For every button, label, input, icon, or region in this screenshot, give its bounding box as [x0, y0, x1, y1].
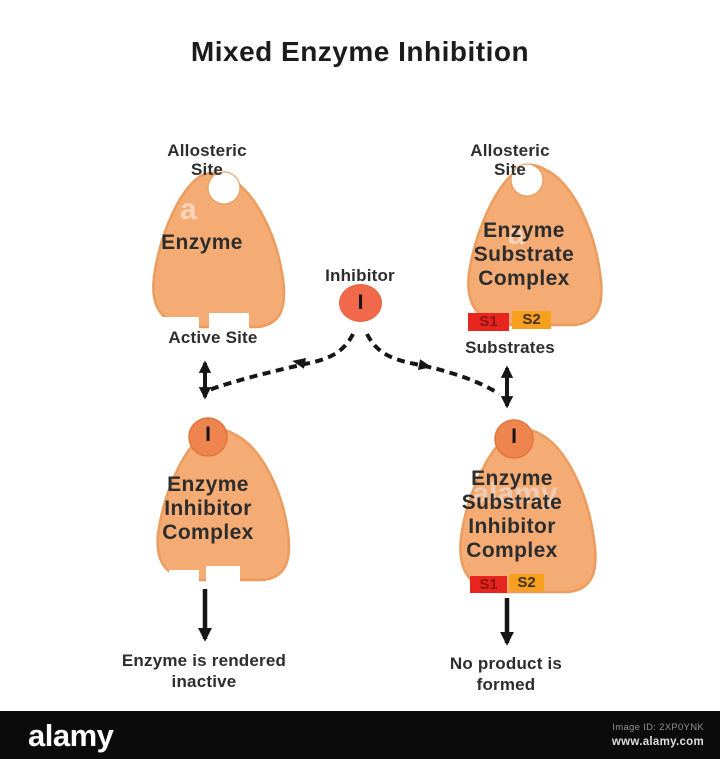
- allosteric-site-label: Allosteric Site: [470, 141, 550, 180]
- inhibitor-left-dashed-arrow: [208, 333, 355, 392]
- allosteric-notch: [207, 171, 241, 205]
- inhibitor-molecule: I: [339, 284, 382, 322]
- substrate-complex-shape: [467, 163, 603, 327]
- active-site-notch: [206, 566, 240, 583]
- esi-complex-shape: [459, 419, 597, 594]
- active-site-notch: [163, 317, 199, 332]
- complex-name-label: Enzyme Substrate Inhibitor Complex: [461, 467, 563, 562]
- free-enzyme-shape: [152, 171, 286, 332]
- right-outcome-label: No product is formed: [449, 654, 563, 695]
- allosteric-notch: [510, 163, 544, 197]
- allosteric-site-label: Allosteric Site: [167, 141, 247, 180]
- enzyme-name-label: Enzyme: [161, 231, 243, 254]
- left-outcome-label: Enzyme is rendered inactive: [121, 651, 287, 692]
- bound-inhibitor-symbol: I: [511, 425, 517, 448]
- active-site-label: Active Site: [168, 328, 258, 347]
- substrates-label: Substrates: [465, 338, 555, 357]
- substrate-s1-block: S1: [470, 576, 507, 593]
- inhibitor-right-dashed-arrow: [365, 333, 501, 396]
- bound-inhibitor: [188, 417, 228, 457]
- bound-inhibitor-symbol: I: [205, 423, 211, 446]
- website-text: www.alamy.com: [611, 736, 704, 748]
- complex-name-label: Enzyme Inhibitor Complex: [162, 473, 254, 544]
- inhibitor-label: Inhibitor: [325, 266, 395, 285]
- complex-name-label: Enzyme Substrate Complex: [473, 219, 575, 290]
- footer-meta: Image ID: 2XP0YNK www.alamy.com: [612, 722, 704, 748]
- bound-inhibitor: [494, 419, 534, 459]
- substrate-s2-block: S2: [512, 311, 551, 329]
- inhibitor-right-arrowhead: [417, 359, 432, 371]
- active-site-notch: [209, 313, 249, 330]
- substrate-s1-block: S1: [468, 313, 509, 331]
- enzyme-body: [459, 428, 597, 594]
- alamy-logo: alamy: [28, 717, 114, 753]
- inhibitor-left-arrowhead: [292, 357, 307, 369]
- inhibitor-complex-shape: [156, 417, 291, 585]
- enzyme-body: [156, 428, 291, 582]
- enzyme-body: [467, 163, 603, 327]
- active-site-notch: [169, 570, 199, 585]
- substrate-s2-block: S2: [509, 574, 544, 591]
- diagram-title: Mixed Enzyme Inhibition: [190, 36, 530, 67]
- image-id-text: Image ID: 2XP0YNK: [612, 722, 704, 733]
- watermark-footer-bar: alamy Image ID: 2XP0YNK www.alamy.com: [0, 711, 720, 759]
